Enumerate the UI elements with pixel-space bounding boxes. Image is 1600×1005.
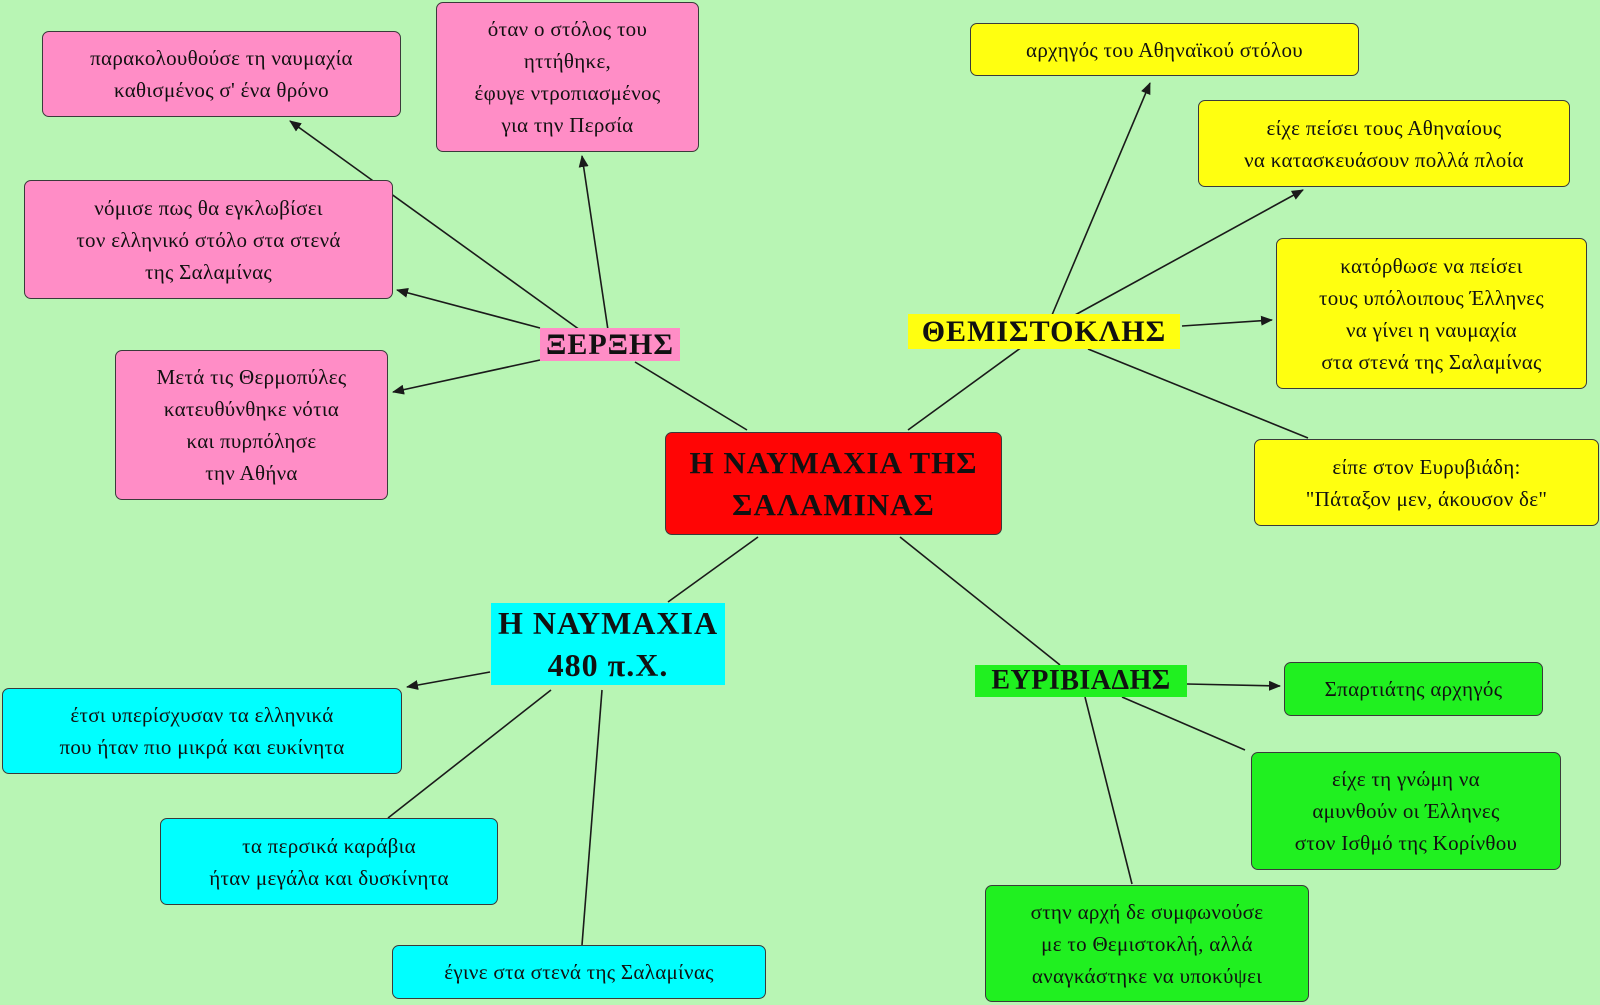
themistocles-note-quote: είπε στον Ευρυβιάδη: "Πάταξον μεν, άκουσ… <box>1254 439 1599 526</box>
battle-note-straits: έγινε στα στενά της Σαλαμίνας <box>392 945 766 999</box>
battle-note-greek-ships: έτσι υπερίσχυσαν τα ελληνικά που ήταν πι… <box>2 688 402 774</box>
xerxes-note-retreat: όταν ο στόλος του ηττήθηκε, έφυγε ντροπι… <box>436 2 699 152</box>
eurybiades-note-spartan: Σπαρτιάτης αρχηγός <box>1284 662 1543 716</box>
center-topic: Η ΝΑΥΜΑΧΙΑ ΤΗΣ ΣΑΛΑΜΙΝΑΣ <box>665 432 1002 535</box>
arrow-themistocles-3 <box>1181 315 1273 327</box>
line-eurybiades-2 <box>1121 696 1246 751</box>
line-center-battle <box>667 536 759 603</box>
themistocles-note-ships: είχε πείσει τους Αθηναίους να κατασκευάσ… <box>1198 100 1570 187</box>
arrow-xerxes-2 <box>578 155 609 331</box>
arrow-xerxes-1 <box>289 120 581 331</box>
eurybiades-note-isthmus: είχε τη γνώμη να αμυνθούν οι Έλληνες στο… <box>1251 752 1561 870</box>
arrow-battle-1 <box>406 671 491 690</box>
line-themistocles-4 <box>1087 348 1309 439</box>
arrow-themistocles-2 <box>1074 189 1304 316</box>
arrow-xerxes-3 <box>396 287 541 329</box>
line-center-eurybiades <box>899 536 1061 666</box>
line-eurybiades-3 <box>1084 696 1133 885</box>
line-battle-2 <box>387 689 552 819</box>
xerxes-note-trap: νόμισε πως θα εγκλωβίσει τον ελληνικό στ… <box>24 180 393 299</box>
themistocles-note-leader: αρχηγός του Αθηναϊκού στόλου <box>970 23 1359 76</box>
branch-label-battle: Η ΝΑΥΜΑΧΙΑ 480 π.Χ. <box>491 603 725 685</box>
arrow-xerxes-4 <box>392 359 541 395</box>
line-center-themistocles <box>907 346 1023 431</box>
branch-label-themistocles: ΘΕΜΙΣΤΟΚΛΗΣ <box>908 314 1180 349</box>
branch-label-eurybiades: ΕΥΡΙΒΙΑΔΗΣ <box>975 665 1187 697</box>
arrow-themistocles-1 <box>1051 82 1151 316</box>
battle-note-persian-ships: τα περσικά καράβια ήταν μεγάλα και δυσκί… <box>160 818 498 905</box>
branch-label-xerxes: ΞΕΡΞΗΣ <box>540 328 680 361</box>
xerxes-note-throne: παρακολουθούσε τη ναυμαχία καθισμένος σ'… <box>42 31 401 117</box>
themistocles-note-persuaded: κατόρθωσε να πείσει τους υπόλοιπους Έλλη… <box>1276 238 1587 389</box>
line-center-xerxes <box>634 361 748 431</box>
arrow-eurybiades-1 <box>1186 680 1281 691</box>
eurybiades-note-agreed: στην αρχή δε συμφωνούσε με το Θεμιστοκλή… <box>985 885 1309 1002</box>
line-battle-3 <box>581 689 603 946</box>
xerxes-note-athens: Μετά τις Θερμοπύλες κατευθύνθηκε νότια κ… <box>115 350 388 500</box>
